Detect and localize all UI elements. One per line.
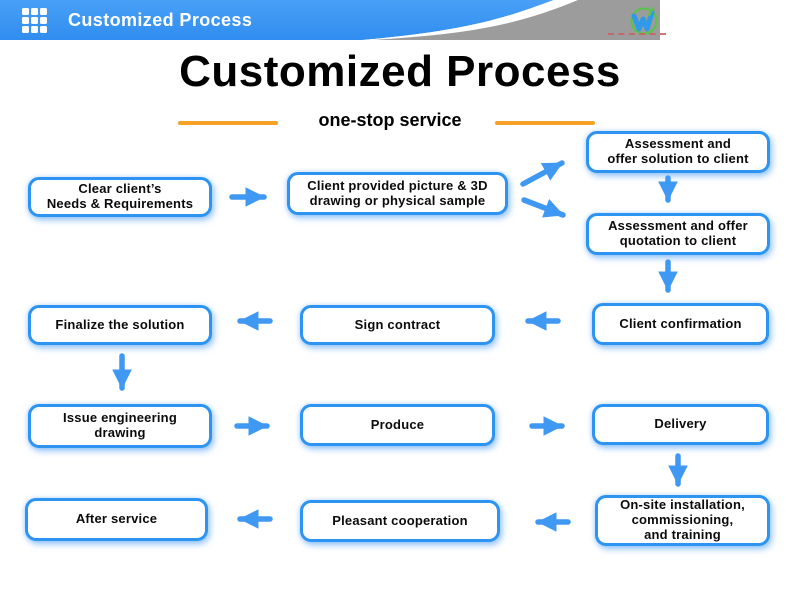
flow-arrow [521,197,566,218]
flow-box-issue-drawing: Issue engineering drawing [28,404,212,448]
flow-box-produce: Produce [300,404,495,446]
flow-box-delivery: Delivery [592,404,769,445]
flow-box-sign-contract: Sign contract [300,305,495,345]
flow-box-clear-client: Clear client’s Needs & Requirements [28,177,212,217]
flow-box-assess-quotation: Assessment and offer quotation to client [586,213,770,255]
flow-box-onsite-installation: On-site installation, commissioning, and… [595,495,770,546]
flow-box-finalize-solution: Finalize the solution [28,305,212,345]
page-subtitle: one-stop service [318,110,462,130]
flow-box-client-confirmation: Client confirmation [592,303,769,345]
header-bar: Customized Process [0,0,800,40]
flow-box-after-service: After service [25,498,208,541]
logo-caption [608,33,666,35]
flow-box-client-provided: Client provided picture & 3D drawing or … [287,172,508,215]
flow-box-pleasant-cooperation: Pleasant cooperation [300,500,500,542]
flow-arrow [520,160,565,187]
flow-box-assess-solution: Assessment and offer solution to client [586,131,770,173]
header-title: Customized Process [68,10,253,30]
page-title: Customized Process [179,47,621,96]
header-background [0,0,660,40]
subtitle-left-line [178,121,278,125]
grid-icon [22,8,47,33]
subtitle-right-line [495,121,595,125]
